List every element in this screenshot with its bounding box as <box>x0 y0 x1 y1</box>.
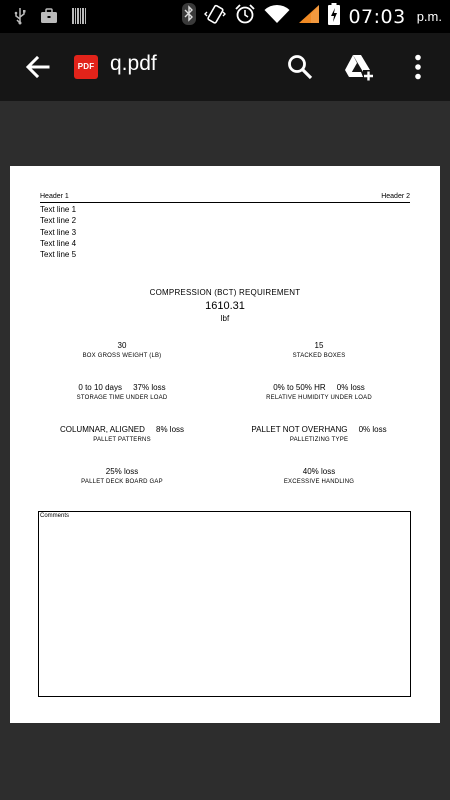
status-right-icons: 07:03 p.m. <box>182 0 442 33</box>
cell-value: 0 to 10 days 37% loss <box>78 383 166 392</box>
text-line: Text line 4 <box>40 238 77 248</box>
vibrate-icon <box>204 3 227 30</box>
wifi-icon <box>264 4 290 29</box>
cell-value: 0% to 50% HR 0% loss <box>273 383 365 392</box>
stacked-boxes-cell: 15 STACKED BOXES <box>219 341 419 359</box>
requirement-unit: lbf <box>220 314 230 323</box>
bluetooth-icon <box>182 3 197 30</box>
requirement-title: COMPRESSION (BCT) REQUIREMENT <box>149 288 301 297</box>
signal-icon <box>298 4 320 29</box>
comments-box: Comments <box>38 511 411 697</box>
search-icon <box>288 55 313 80</box>
cell-label: PALLETIZING TYPE <box>289 437 349 443</box>
status-bar: 07:03 p.m. <box>0 0 450 33</box>
cell-label: PALLET PATTERNS <box>93 437 151 443</box>
pdf-page[interactable]: Header 1 Header 2 Text line 1 Text line … <box>10 166 440 723</box>
pallet-patterns-cell: COLUMNAR, ALIGNED 8% loss PALLET PATTERN… <box>22 425 222 443</box>
briefcase-icon <box>40 8 58 29</box>
cell-value: COLUMNAR, ALIGNED 8% loss <box>59 425 185 434</box>
cell-label: PALLET DECK BOARD GAP <box>81 479 163 485</box>
text-lines: Text line 1 Text line 2 Text line 3 Text… <box>40 204 76 260</box>
alarm-icon <box>234 3 256 30</box>
text-line: Text line 2 <box>40 216 77 226</box>
relative-humidity-cell: 0% to 50% HR 0% loss RELATIVE HUMIDITY U… <box>219 383 419 401</box>
cell-label: STACKED BOXES <box>292 353 346 359</box>
add-to-drive-button[interactable] <box>343 51 375 83</box>
text-line: Text line 1 <box>40 205 77 214</box>
overflow-menu-button[interactable] <box>402 51 434 83</box>
cell-value: 15 <box>314 341 324 350</box>
cell-value: PALLET NOT OVERHANG 0% loss <box>251 425 387 434</box>
cell-label: STORAGE TIME UNDER LOAD <box>76 395 168 401</box>
excessive-handling-cell: 40% loss EXCESSIVE HANDLING <box>219 467 419 485</box>
pdf-file-icon: PDF <box>74 55 98 79</box>
cell-label: BOX GROSS WEIGHT (LB) <box>82 353 162 359</box>
comments-label: Comments <box>40 513 70 519</box>
header-left: Header 1 <box>40 193 69 200</box>
text-line: Text line 5 <box>40 250 77 260</box>
cell-value: 25% loss <box>105 467 139 476</box>
storage-time-cell: 0 to 10 days 37% loss STORAGE TIME UNDER… <box>22 383 222 401</box>
cell-value: 30 <box>117 341 127 350</box>
file-title: q.pdf <box>110 52 157 75</box>
header-right: Header 2 <box>381 193 410 200</box>
palletizing-type-cell: PALLET NOT OVERHANG 0% loss PALLETIZING … <box>219 425 419 443</box>
app-bar: PDF q.pdf <box>0 33 450 101</box>
clock-ampm: p.m. <box>416 9 442 24</box>
drive-add-icon <box>345 55 374 81</box>
cell-label: RELATIVE HUMIDITY UNDER LOAD <box>266 395 372 401</box>
more-vert-icon <box>415 54 421 80</box>
cell-value: 40% loss <box>302 467 336 476</box>
barcode-icon <box>72 7 86 30</box>
arrow-back-icon <box>25 55 50 79</box>
status-left-icons <box>14 7 86 30</box>
text-line: Text line 3 <box>40 227 77 237</box>
back-button[interactable] <box>24 53 52 81</box>
pallet-deck-board-gap-cell: 25% loss PALLET DECK BOARD GAP <box>22 467 222 485</box>
header-divider <box>40 202 410 203</box>
usb-icon <box>14 7 26 30</box>
search-button[interactable] <box>284 51 316 83</box>
battery-charging-icon <box>328 3 341 30</box>
clock-time: 07:03 <box>348 5 406 28</box>
requirement-value: 1610.31 <box>205 300 245 312</box>
cell-label: EXCESSIVE HANDLING <box>283 479 355 485</box>
box-gross-weight-cell: 30 BOX GROSS WEIGHT (LB) <box>22 341 222 359</box>
